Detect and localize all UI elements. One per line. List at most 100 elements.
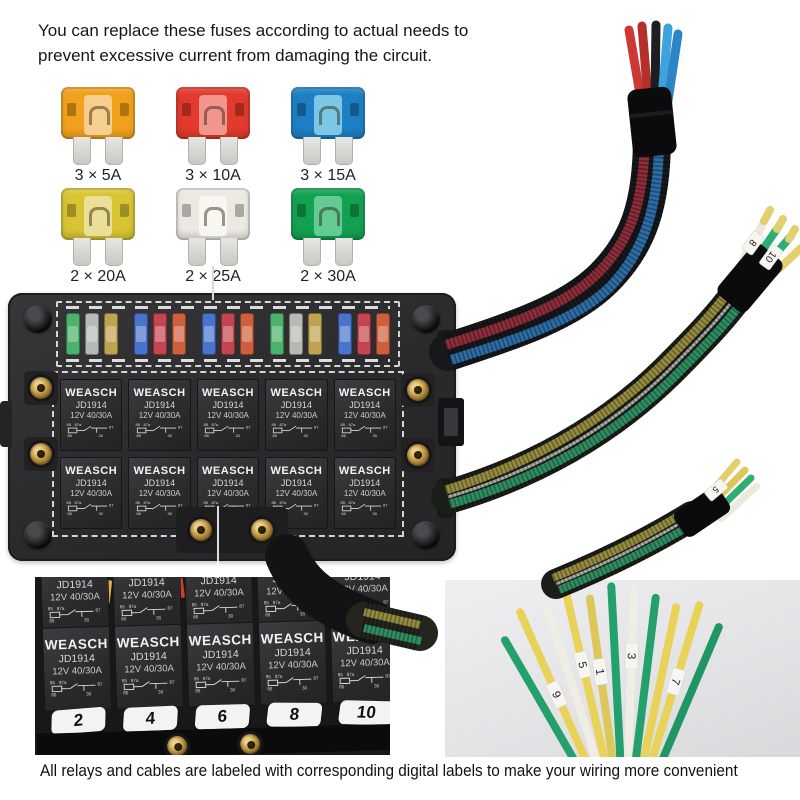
svg-text:87a: 87a bbox=[201, 602, 209, 607]
svg-text:30: 30 bbox=[302, 685, 308, 690]
fan-wire bbox=[585, 594, 617, 757]
relay-model: JD1914 bbox=[200, 577, 237, 588]
relay-model: JD1914 bbox=[56, 578, 93, 592]
svg-text:30: 30 bbox=[167, 511, 172, 516]
svg-text:87: 87 bbox=[383, 425, 388, 430]
blade-fuse-image bbox=[176, 186, 250, 266]
svg-text:87: 87 bbox=[167, 606, 173, 611]
harness-wire bbox=[663, 29, 683, 106]
svg-text:30: 30 bbox=[372, 609, 378, 614]
svg-text:85: 85 bbox=[48, 606, 54, 611]
fuse-body bbox=[176, 87, 250, 139]
svg-text:87a: 87a bbox=[131, 678, 139, 683]
svg-text:85: 85 bbox=[336, 598, 342, 603]
fuse-element bbox=[319, 207, 340, 226]
relay-number-tag: 4 bbox=[122, 705, 179, 733]
heat-shrink-band bbox=[717, 243, 783, 313]
svg-text:86: 86 bbox=[49, 618, 55, 623]
labeled-wire-ends bbox=[738, 206, 800, 286]
fuse-sample-5a: 3 × 5A bbox=[42, 85, 154, 186]
box-fuse-group bbox=[270, 313, 322, 355]
callout-line-fuses bbox=[212, 266, 214, 300]
svg-text:85: 85 bbox=[266, 674, 272, 679]
svg-text:85: 85 bbox=[50, 680, 56, 685]
svg-text:87: 87 bbox=[314, 503, 319, 508]
svg-text:30: 30 bbox=[230, 687, 236, 692]
svg-text:86: 86 bbox=[337, 610, 343, 615]
svg-text:30: 30 bbox=[167, 433, 172, 438]
svg-text:85: 85 bbox=[272, 500, 277, 505]
svg-text:86: 86 bbox=[204, 433, 209, 438]
fuse-blade bbox=[188, 238, 206, 266]
fan-wire bbox=[632, 593, 660, 757]
fan-wire bbox=[543, 606, 600, 757]
fuse-element bbox=[204, 207, 225, 226]
relay-brand: WEASCH bbox=[202, 387, 254, 399]
fan-wire bbox=[501, 636, 578, 757]
svg-text:7: 7 bbox=[668, 676, 681, 686]
svg-text:87: 87 bbox=[178, 425, 183, 430]
svg-text:86: 86 bbox=[123, 690, 129, 695]
svg-text:86: 86 bbox=[51, 692, 57, 697]
relay-rating: 12V 40/30A bbox=[265, 585, 316, 598]
side-mount-tab bbox=[438, 398, 464, 446]
relay-model: JD1914 bbox=[75, 478, 107, 488]
mounting-hole bbox=[24, 305, 52, 333]
svg-text:86: 86 bbox=[267, 686, 273, 691]
relay-model: JD1914 bbox=[349, 400, 381, 410]
relay-rating: 12V 40/30A bbox=[52, 665, 103, 678]
side-mount-tab bbox=[0, 401, 12, 447]
box-fuse-group bbox=[134, 313, 186, 355]
box-fuse bbox=[270, 313, 284, 355]
fuse-blade bbox=[335, 238, 353, 266]
relay-brand: WEASCH bbox=[260, 629, 324, 647]
wire-number-label: 8 bbox=[741, 230, 765, 256]
relay-brand: WEASCH bbox=[332, 627, 390, 645]
fuse-blade bbox=[335, 137, 353, 165]
svg-text:1: 1 bbox=[593, 668, 606, 676]
fuse-count-label: 3 × 5A bbox=[74, 167, 122, 184]
svg-text:85: 85 bbox=[135, 422, 140, 427]
svg-text:87: 87 bbox=[311, 602, 317, 607]
relay-model: JD1914 bbox=[274, 646, 311, 660]
relay-model: JD1914 bbox=[144, 478, 176, 488]
relay-rating: 12V 40/30A bbox=[196, 661, 247, 674]
relay-number-tag: 6 bbox=[194, 703, 251, 730]
svg-text:87: 87 bbox=[314, 425, 319, 430]
fuse-blade bbox=[303, 137, 321, 165]
relay-rating: 12V 40/30A bbox=[122, 589, 172, 602]
labels-note: All relays and cables are labeled with c… bbox=[40, 762, 738, 780]
relay-brand: WEASCH bbox=[133, 465, 186, 477]
relay-number-tag: 2 bbox=[51, 706, 106, 735]
fan-wire bbox=[640, 603, 681, 757]
svg-text:87a: 87a bbox=[345, 598, 353, 603]
relay-rating: 12V 40/30A bbox=[275, 489, 318, 498]
svg-text:87a: 87a bbox=[348, 500, 356, 505]
svg-text:86: 86 bbox=[341, 433, 346, 438]
svg-text:85: 85 bbox=[67, 500, 72, 505]
fuse-sample-25a: 2 × 25A bbox=[157, 186, 269, 287]
svg-text:30: 30 bbox=[304, 511, 309, 516]
relay-brand: WEASCH bbox=[202, 465, 254, 477]
svg-text:86: 86 bbox=[136, 511, 141, 516]
box-fuse-group bbox=[338, 313, 390, 355]
svg-text:85: 85 bbox=[272, 422, 277, 427]
relay-model: JD1914 bbox=[144, 400, 176, 410]
